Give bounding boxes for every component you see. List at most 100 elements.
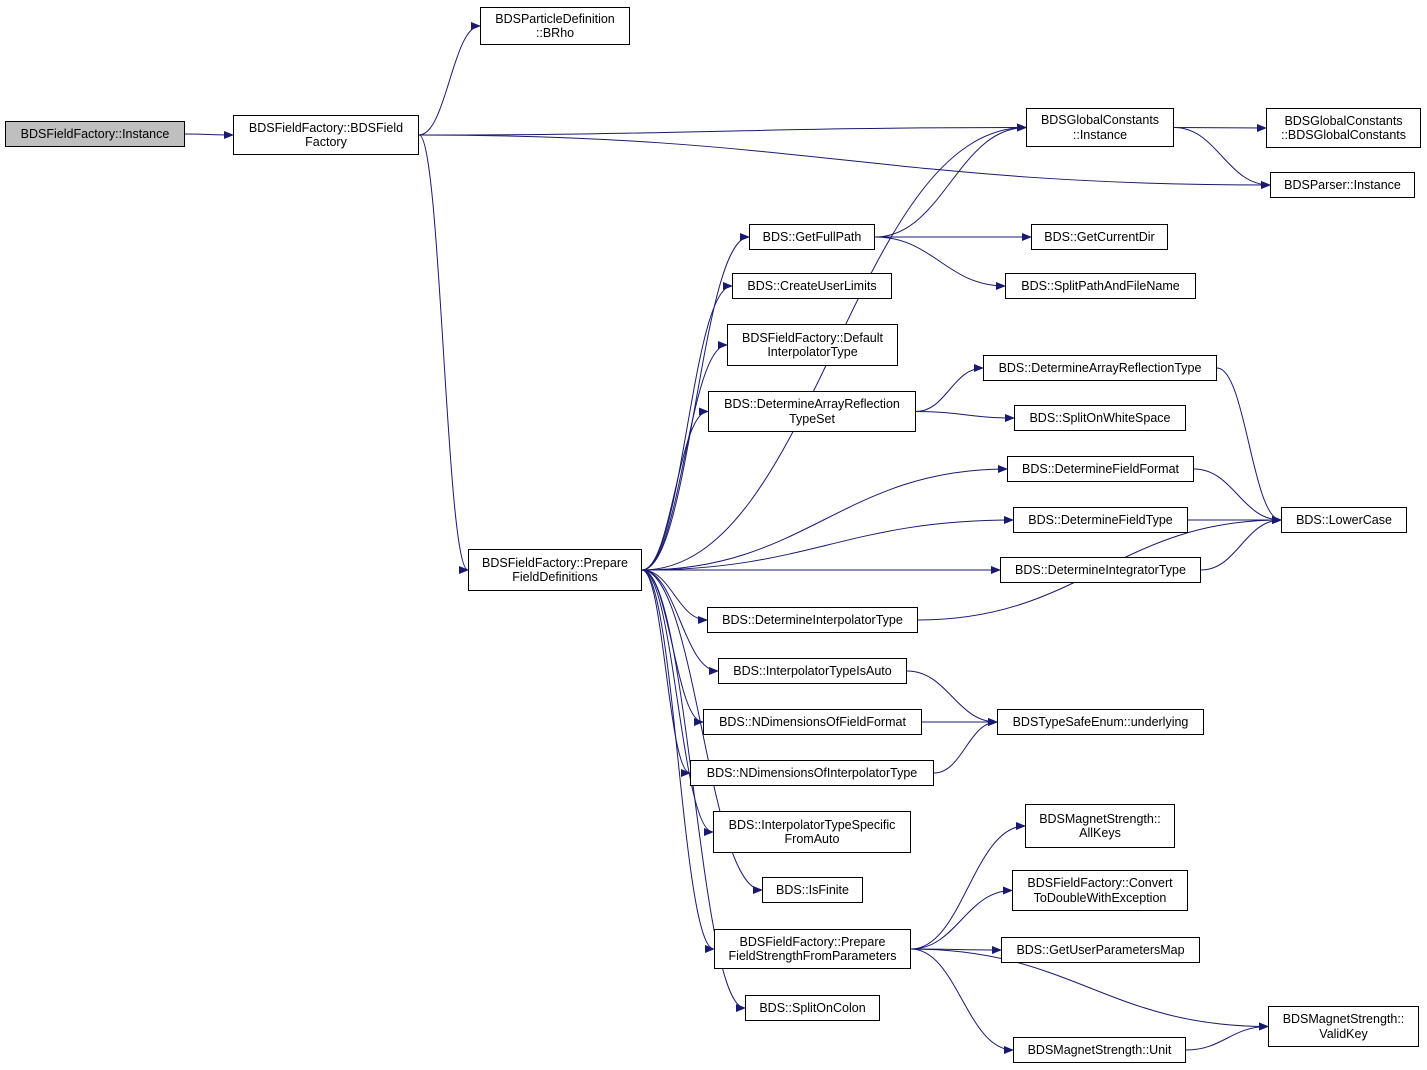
function-node[interactable]: BDS::GetFullPath	[749, 224, 875, 250]
call-edge	[1185, 1022, 1269, 1051]
call-edge	[641, 569, 746, 1012]
function-node[interactable]: BDS::SplitOnWhiteSpace	[1014, 405, 1186, 431]
function-node-label: FieldDefinitions	[512, 570, 598, 584]
call-edge	[874, 123, 1027, 238]
function-node-label: BDSMagnetStrength::	[1282, 1012, 1405, 1026]
function-node-label: BDSGlobalConstants	[1284, 113, 1403, 128]
function-node[interactable]: BDS::NDimensionsOfFieldFormat	[703, 709, 922, 735]
function-node-label: BDSFieldFactory::BDSField	[248, 120, 404, 135]
function-node-label: BDS::NDimensionsOfFieldFormat	[719, 714, 906, 729]
function-node[interactable]: BDS::DetermineFieldType	[1013, 507, 1188, 533]
function-node-label: BDS::LowerCase	[1296, 512, 1392, 527]
call-edge	[641, 569, 763, 894]
function-node-label: BDS::SplitOnWhiteSpace	[1029, 410, 1171, 425]
call-edge	[874, 236, 1006, 290]
function-node[interactable]: BDS::CreateUserLimits	[732, 273, 892, 299]
function-node[interactable]: BDS::DetermineIntegratorType	[1000, 557, 1201, 583]
function-node[interactable]: BDS::SplitOnColon	[745, 995, 880, 1021]
function-node[interactable]: BDSGlobalConstants::Instance	[1026, 108, 1174, 147]
function-node[interactable]: BDS::GetUserParametersMap	[1001, 937, 1200, 963]
function-node-label: BDS::SplitPathAndFileName	[1021, 278, 1180, 293]
function-node-label: BDS::GetUserParametersMap	[1016, 942, 1185, 957]
function-node[interactable]: BDSMagnetStrength::Unit	[1013, 1037, 1186, 1063]
function-node[interactable]: BDSParticleDefinition::BRho	[480, 7, 630, 45]
function-node-label: BDS::DetermineArrayReflection	[724, 397, 900, 411]
function-node[interactable]: BDSParser::Instance	[1270, 172, 1415, 198]
call-edge	[915, 364, 984, 412]
call-edge	[1200, 516, 1282, 571]
function-node[interactable]: BDSTypeSafeEnum::underlying	[997, 709, 1204, 735]
call-edge	[641, 341, 728, 571]
function-node[interactable]: BDSMagnetStrength::ValidKey	[1268, 1006, 1419, 1047]
function-node-label: BDSFieldFactory::Default	[741, 330, 884, 345]
function-node[interactable]: BDS::GetCurrentDir	[1031, 224, 1168, 250]
function-node-label: BDS::IsFinite	[776, 882, 849, 897]
call-edge	[184, 130, 234, 139]
function-node-label: BDSMagnetStrength::Unit	[1027, 1042, 1172, 1057]
function-node-label: ::BDSGlobalConstants	[1280, 128, 1407, 142]
function-node[interactable]: BDSFieldFactory::Instance	[5, 121, 185, 147]
function-node-label: ToDoubleWithException	[1033, 890, 1167, 905]
function-node[interactable]: BDS::DetermineInterpolatorType	[707, 607, 918, 633]
call-edge	[641, 465, 1008, 571]
function-node[interactable]: BDS::SplitPathAndFileName	[1005, 273, 1196, 299]
function-node-label: ::Instance	[1072, 127, 1128, 142]
call-edge	[1173, 127, 1271, 189]
call-edge	[1216, 367, 1282, 524]
function-node-label: BDS::InterpolatorTypeSpecific	[728, 817, 896, 832]
function-node-label: BDSFieldFactory::Convert	[1027, 876, 1173, 890]
call-edge	[641, 569, 715, 953]
function-node-label: BDS::InterpolatorTypeIsAuto	[733, 663, 892, 678]
function-node[interactable]: BDSMagnetStrength::AllKeys	[1025, 804, 1175, 848]
call-edge	[418, 22, 481, 136]
function-node-label: BDS::SplitOnColon	[759, 1000, 866, 1015]
function-node-label: BDS::GetCurrentDir	[1044, 229, 1155, 244]
function-node[interactable]: BDS::DetermineFieldFormat	[1007, 456, 1194, 482]
function-node-label: AllKeys	[1079, 826, 1121, 840]
function-node-label: BDSParser::Instance	[1284, 177, 1401, 192]
call-edge	[418, 123, 1027, 136]
function-node-label: BDSGlobalConstants	[1040, 113, 1160, 127]
function-node-label: BDSMagnetStrength::	[1039, 811, 1161, 826]
function-node-label: ::BRho	[535, 26, 575, 40]
function-node-label: BDS::DetermineIntegratorType	[1015, 562, 1186, 577]
call-edge	[641, 569, 708, 624]
function-node-label: BDS::DetermineFieldFormat	[1022, 461, 1179, 476]
function-node[interactable]: BDSGlobalConstants::BDSGlobalConstants	[1266, 108, 1421, 148]
function-node-label: ValidKey	[1319, 1026, 1368, 1041]
call-edge	[915, 411, 1015, 422]
function-node-label: BDS::GetFullPath	[762, 229, 862, 244]
function-node-label: InterpolatorType	[767, 345, 858, 359]
function-node[interactable]: BDS::InterpolatorTypeIsAuto	[718, 658, 907, 684]
function-node-label: BDSParticleDefinition	[495, 11, 615, 26]
call-edge	[641, 233, 750, 571]
function-node-label: FromAuto	[784, 832, 840, 846]
function-node[interactable]: BDS::DetermineArrayReflectionType	[983, 355, 1217, 381]
call-edge	[910, 948, 1014, 1054]
call-edge	[418, 134, 1271, 189]
function-node[interactable]: BDS::NDimensionsOfInterpolatorType	[690, 760, 934, 786]
call-edge	[910, 886, 1013, 950]
function-node-label: BDS::DetermineFieldType	[1028, 512, 1173, 527]
call-edge	[910, 948, 1269, 1031]
function-node-label: BDS::CreateUserLimits	[747, 278, 877, 293]
function-node[interactable]: BDS::IsFinite	[762, 877, 863, 903]
call-edge	[641, 569, 691, 777]
function-node-label: TypeSet	[789, 411, 835, 426]
call-edge	[1173, 123, 1267, 132]
function-node[interactable]: BDS::LowerCase	[1281, 507, 1407, 533]
function-node-label: Factory	[305, 135, 347, 149]
call-edge	[910, 822, 1026, 950]
function-node-label: BDS::DetermineArrayReflectionType	[998, 360, 1202, 375]
function-node-label: FieldStrengthFromParameters	[728, 949, 897, 963]
function-node-label: BDSFieldFactory::Prepare	[482, 555, 628, 570]
